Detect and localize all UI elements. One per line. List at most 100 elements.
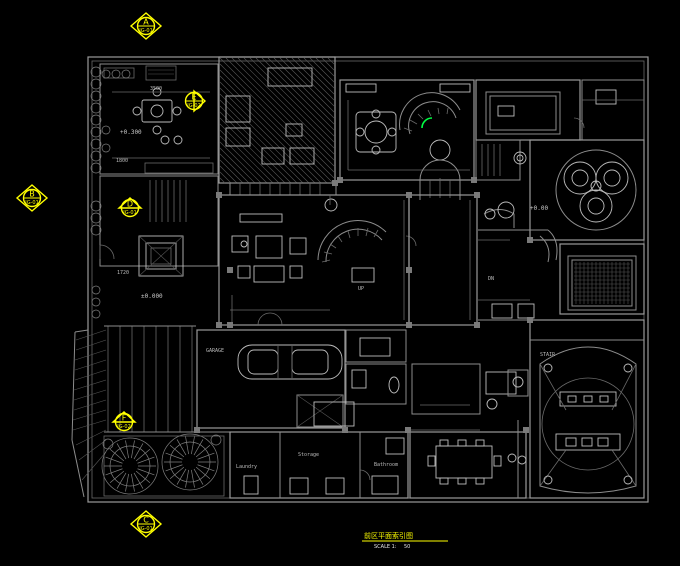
hatch-line <box>219 117 286 184</box>
sw-garden <box>101 433 225 497</box>
hatch-line <box>219 147 256 184</box>
marker-letter: B <box>29 190 35 199</box>
column <box>471 177 477 183</box>
hatch-line <box>219 99 304 184</box>
hatch-line <box>219 57 335 173</box>
column <box>406 322 412 328</box>
hatch-line <box>255 57 335 137</box>
hatch-line <box>197 464 215 472</box>
hatch-line <box>185 469 189 488</box>
marker-sheet: IG-01 <box>123 210 137 216</box>
hatch-line <box>327 57 335 65</box>
garage: GARAGE <box>196 329 407 429</box>
hatch-line <box>219 87 316 184</box>
room-label-garage: GARAGE <box>206 348 224 354</box>
hatch-line <box>191 469 195 488</box>
hatch-line <box>231 57 335 161</box>
hatch-line <box>309 57 335 83</box>
hatch-line <box>321 57 335 71</box>
hatch-line <box>191 436 195 455</box>
column <box>406 192 412 198</box>
hatch-line <box>195 445 211 458</box>
hatch-line <box>279 57 335 113</box>
marker-D: D IG-01 <box>117 197 143 218</box>
marker-F: F IG-02 <box>111 411 137 432</box>
hatch-line <box>169 466 185 479</box>
column <box>523 427 529 433</box>
column <box>406 267 412 273</box>
drawing-title-block: 前区平面索引图 SCALE 1: 50 <box>362 531 448 550</box>
column <box>405 427 411 433</box>
deck-planks <box>104 325 230 433</box>
column <box>342 427 348 433</box>
hatch-line <box>131 440 135 459</box>
hatch-line <box>219 141 262 184</box>
column <box>527 317 533 323</box>
hatch-line <box>225 57 335 167</box>
hatch-line <box>219 123 280 184</box>
hatch-line <box>249 57 335 143</box>
marker-letter: F <box>122 414 127 423</box>
east-pool: +0.00 <box>478 139 645 263</box>
marker-letter: C <box>143 516 149 525</box>
hatch-line <box>105 468 123 476</box>
hatch-line <box>125 440 129 459</box>
column <box>474 192 480 198</box>
hatch-line <box>185 436 189 455</box>
dimension-label: 1800 <box>116 158 128 164</box>
hatch-line <box>193 468 204 485</box>
dimension-label: 3500 <box>150 86 162 92</box>
hatch-line <box>219 171 232 184</box>
marker-letter: D <box>127 200 133 209</box>
room-label-bath: Bathroom <box>374 462 398 468</box>
hatch-line <box>169 445 185 458</box>
hatch-line <box>133 472 144 489</box>
stair-label: UP <box>358 286 364 292</box>
structural-columns <box>194 177 533 433</box>
column <box>337 177 343 183</box>
hatch-line <box>237 57 335 155</box>
hatch-line <box>135 449 151 462</box>
scale-value: 50 <box>404 544 410 550</box>
east-grid-room <box>559 243 645 315</box>
level-terrace: +0.300 <box>120 129 142 136</box>
column <box>227 322 233 328</box>
hatch-line <box>291 57 335 101</box>
marker-sheet: IG-01 <box>139 526 153 532</box>
hatch-line <box>195 466 211 479</box>
se-round-room: STAIR <box>507 319 645 499</box>
hatch-line <box>105 456 123 464</box>
column <box>194 427 200 433</box>
hatch-line <box>243 57 335 149</box>
west-hedge <box>90 66 131 319</box>
room-label-storage: Storage <box>298 452 319 458</box>
hatch-line <box>261 57 335 131</box>
marker-B: B IG-01 <box>15 184 49 212</box>
nw-terrace: +0.300 3500 1800 <box>99 63 219 175</box>
room-label-laundry: Laundry <box>236 464 257 470</box>
hatch-line <box>219 129 274 184</box>
column <box>332 180 338 186</box>
marker-letter: E <box>191 93 196 102</box>
hatch-line <box>219 159 244 184</box>
stair-label: STAIR <box>540 352 556 358</box>
hatch-line <box>131 473 135 492</box>
hatch-line <box>219 93 310 184</box>
hatch-line <box>165 464 183 472</box>
column <box>227 267 233 273</box>
hatch-line <box>135 470 151 483</box>
hatch-line <box>219 177 226 184</box>
hatch-line <box>219 63 335 179</box>
marker-A: A IG-01 <box>129 12 163 40</box>
column <box>474 322 480 328</box>
marker-sheet: IG-01 <box>139 28 153 34</box>
living-room: UP <box>218 194 417 326</box>
hatch-line <box>219 165 238 184</box>
hatch-line <box>109 470 125 483</box>
marker-sheet: IG-01 <box>25 200 39 206</box>
hatch-line <box>125 473 129 492</box>
hatch-line <box>219 81 322 184</box>
north-room-hatched <box>218 56 337 196</box>
stair-label: DN <box>488 276 494 282</box>
hatch-line <box>219 75 328 184</box>
